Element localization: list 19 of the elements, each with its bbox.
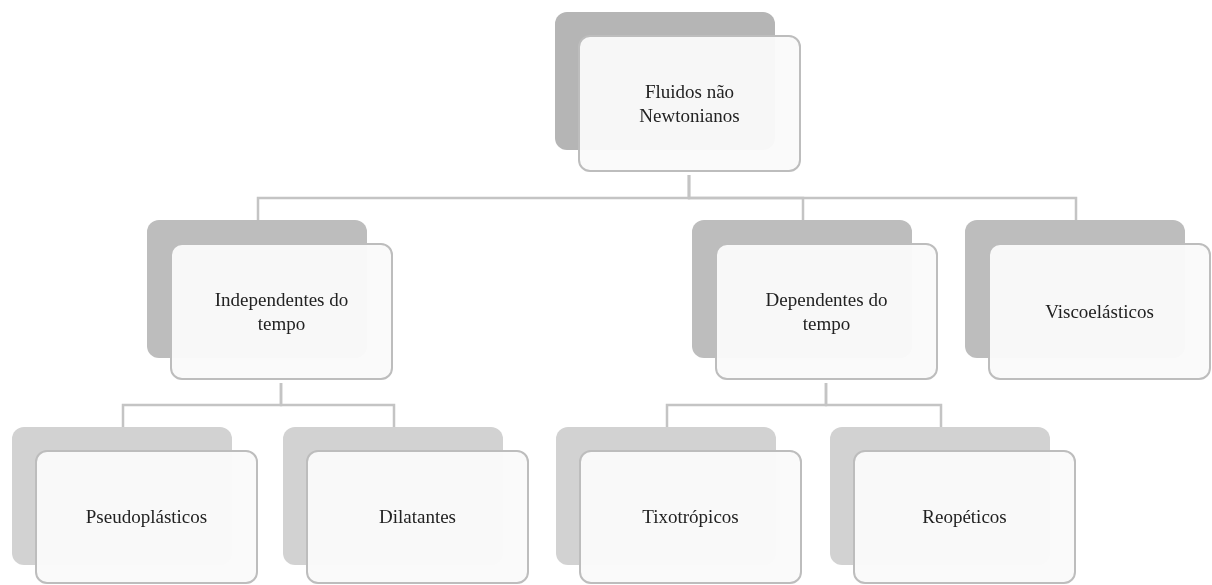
stacked-card <box>147 220 392 380</box>
node-label: Pseudoplásticos <box>85 505 208 529</box>
connector-line <box>687 175 1078 220</box>
node-label: Independentes do tempo <box>213 287 350 336</box>
stacked-card <box>283 427 528 584</box>
node-label: Reopéticos <box>922 505 1007 529</box>
stacked-card <box>556 427 801 584</box>
node-label: Viscoelásticos <box>1045 299 1154 324</box>
node-label: Tixotrópicos <box>642 505 739 529</box>
stacked-card <box>965 220 1210 380</box>
node-label: Fluidos não Newtonianos <box>638 79 741 128</box>
node-label: Dependentes do tempo <box>764 287 889 336</box>
stacked-card <box>555 12 800 172</box>
connector-line <box>279 383 396 427</box>
connector-line <box>824 383 943 427</box>
node-label: Dilatantes <box>379 505 456 529</box>
stacked-card <box>12 427 257 584</box>
stacked-card <box>830 427 1075 584</box>
stacked-card <box>692 220 937 380</box>
